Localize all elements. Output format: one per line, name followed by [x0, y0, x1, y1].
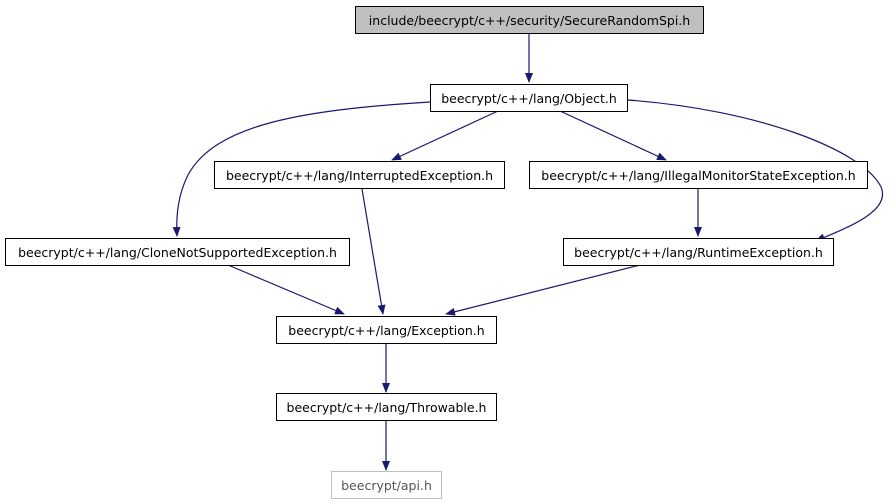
node-object[interactable]: beecrypt/c++/lang/Object.h: [430, 84, 628, 112]
node-secure-random-spi: include/beecrypt/c++/security/SecureRand…: [355, 6, 704, 34]
edge-runtime-to-exception: [445, 264, 641, 316]
node-clone-not-supported-exception-label: beecrypt/c++/lang/CloneNotSupportedExcep…: [18, 244, 337, 260]
node-runtime-exception-label: beecrypt/c++/lang/RuntimeException.h: [574, 244, 823, 260]
edge-interrupted-to-exception: [361, 188, 386, 315]
node-interrupted-exception[interactable]: beecrypt/c++/lang/InterruptedException.h: [214, 161, 505, 189]
edge-object-to-clone: [172, 101, 431, 237]
node-runtime-exception[interactable]: beecrypt/c++/lang/RuntimeException.h: [563, 238, 834, 266]
node-throwable-label: beecrypt/c++/lang/Throwable.h: [286, 399, 487, 415]
node-secure-random-spi-label: include/beecrypt/c++/security/SecureRand…: [368, 12, 691, 28]
node-clone-not-supported-exception[interactable]: beecrypt/c++/lang/CloneNotSupportedExcep…: [5, 238, 350, 266]
node-api: beecrypt/api.h: [331, 471, 442, 499]
edge-object-to-runtime: [627, 99, 884, 242]
edge-object-to-illegal-monitor: [559, 110, 667, 161]
node-illegal-monitor-state-exception-label: beecrypt/c++/lang/IllegalMonitorStateExc…: [541, 167, 856, 183]
node-interrupted-exception-label: beecrypt/c++/lang/InterruptedException.h: [225, 167, 494, 183]
node-exception[interactable]: beecrypt/c++/lang/Exception.h: [276, 316, 497, 344]
node-throwable[interactable]: beecrypt/c++/lang/Throwable.h: [276, 393, 497, 421]
edge-clone-to-exception: [227, 264, 345, 315]
node-exception-label: beecrypt/c++/lang/Exception.h: [288, 322, 485, 338]
edges: [172, 34, 884, 471]
node-api-label: beecrypt/api.h: [341, 477, 432, 493]
node-object-label: beecrypt/c++/lang/Object.h: [441, 90, 617, 106]
node-illegal-monitor-state-exception[interactable]: beecrypt/c++/lang/IllegalMonitorStateExc…: [529, 161, 868, 189]
edge-object-to-interrupted: [391, 110, 499, 161]
